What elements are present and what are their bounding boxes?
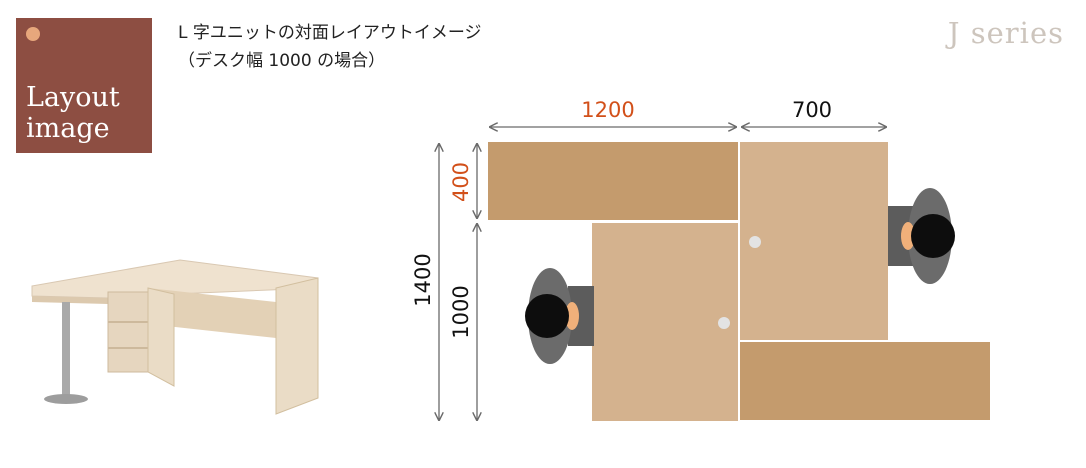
badge-label: Layout image: [26, 82, 120, 144]
dim-label-1400: 1400: [411, 253, 435, 306]
desk-upper-right: [740, 142, 888, 340]
caption-line2: （デスク幅 1000 の場合）: [178, 51, 386, 71]
series-logo: J series: [947, 16, 1064, 50]
layout-image-badge: Layout image: [16, 18, 152, 153]
badge-dot: [26, 27, 40, 41]
person-right: [888, 188, 955, 284]
desk-pole: [62, 302, 70, 396]
desk-front-panel: [148, 288, 276, 338]
person-right-head: [911, 214, 955, 258]
desk-product-image: [31, 259, 319, 415]
desk-shelf: [107, 291, 149, 373]
desk-side-panel-right: [275, 277, 319, 415]
person-left-hand: [565, 302, 579, 330]
person-left: [525, 268, 594, 364]
desk-bottom-right: [740, 342, 990, 420]
layout-caption: L 字ユニットの対面レイアウトイメージ （デスク幅 1000 の場合）: [178, 19, 482, 75]
person-left-head: [525, 294, 569, 338]
desk-grommet-upper: [749, 236, 761, 248]
desk-top-left: [488, 142, 738, 220]
dim-label-1200: 1200: [581, 98, 634, 122]
caption-line1: L 字ユニットの対面レイアウトイメージ: [178, 23, 482, 43]
dim-label-700: 700: [792, 98, 832, 122]
dim-label-400: 400: [449, 162, 473, 202]
floor-plan: 1200 700 400 1000 1400: [411, 98, 990, 421]
desk-top-edge: [32, 296, 108, 304]
badge-line2: image: [26, 113, 110, 144]
desk-pole-base: [44, 394, 88, 404]
desk-top: [31, 259, 319, 299]
desk-lower-left: [592, 223, 738, 421]
person-right-hand: [901, 222, 915, 250]
desk-grommet-lower: [718, 317, 730, 329]
desk-side-panel-left: [147, 287, 175, 387]
badge-line1: Layout: [26, 82, 120, 113]
dim-label-1000: 1000: [449, 285, 473, 338]
